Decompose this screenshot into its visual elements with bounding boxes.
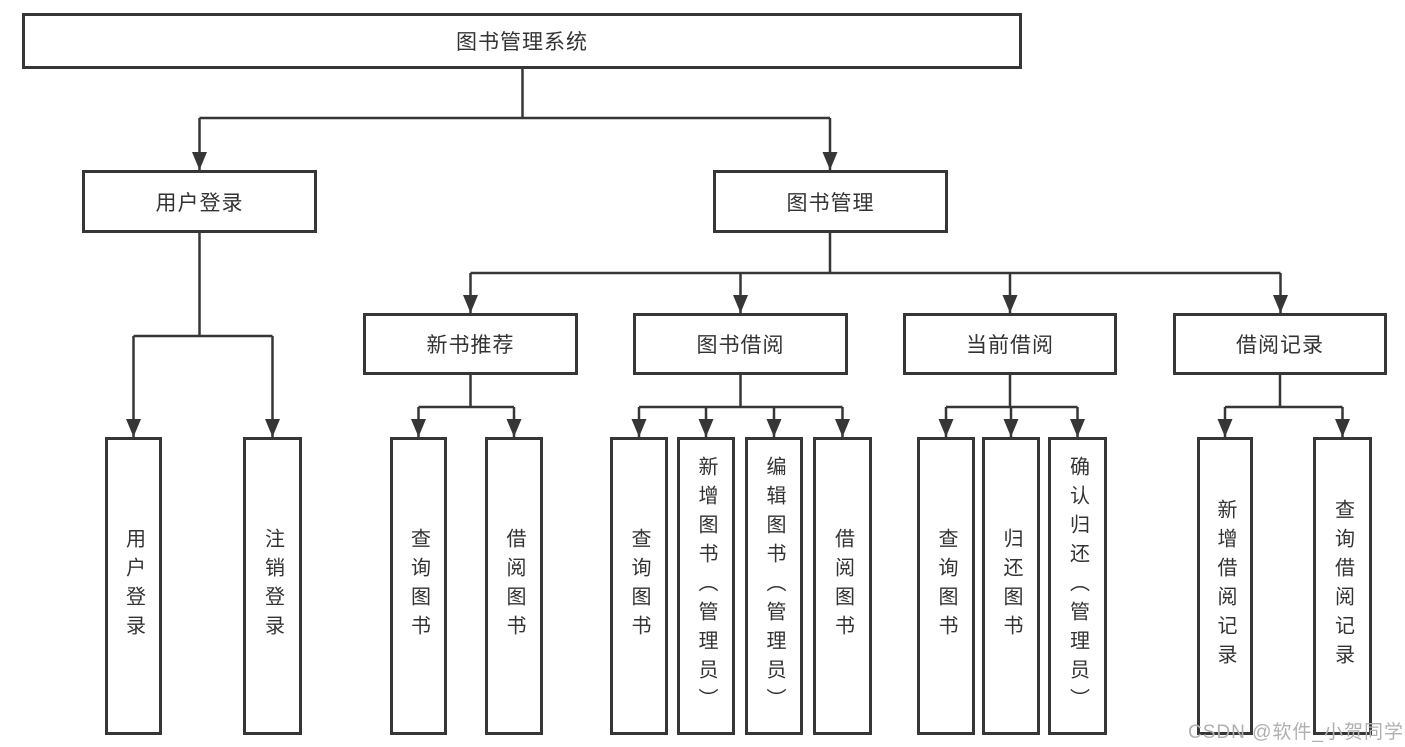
leaf-return-books: 归还图书 <box>982 437 1040 735</box>
node-user-login: 用户登录 <box>82 170 317 233</box>
leaf-query-books-3: 查询图书 <box>917 437 975 735</box>
leaf-logout: 注销登录 <box>243 437 302 735</box>
node-new-book-recommend: 新书推荐 <box>363 313 578 375</box>
watermark-text: CSDN @软件_小贺同学 <box>1188 722 1404 743</box>
node-book-borrow: 图书借阅 <box>633 313 848 375</box>
node-book-management: 图书管理 <box>713 170 948 233</box>
leaf-borrow-books-2: 借阅图书 <box>813 437 872 735</box>
leaf-borrow-books-1: 借阅图书 <box>485 437 543 735</box>
leaf-add-borrow-record: 新增借阅记录 <box>1197 437 1253 735</box>
leaf-edit-book-admin: 编辑图书（管理员） <box>745 437 803 735</box>
node-current-borrow: 当前借阅 <box>903 313 1117 375</box>
leaf-user-login: 用户登录 <box>105 437 162 735</box>
node-library-system: 图书管理系统 <box>22 13 1022 69</box>
leaf-query-books-2: 查询图书 <box>610 437 668 735</box>
node-borrow-records: 借阅记录 <box>1173 313 1387 375</box>
leaf-add-book-admin: 新增图书（管理员） <box>677 437 735 735</box>
leaf-confirm-return-admin: 确认归还（管理员） <box>1048 437 1107 735</box>
leaf-query-borrow-record: 查询借阅记录 <box>1313 437 1372 735</box>
leaf-query-books-1: 查询图书 <box>390 437 447 735</box>
